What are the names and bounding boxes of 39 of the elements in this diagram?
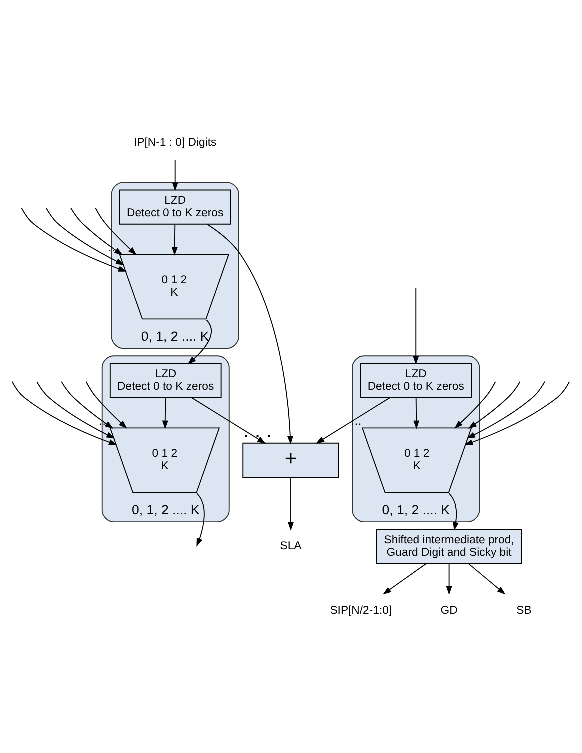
arrow	[12, 380, 118, 445]
arrow	[466, 380, 546, 438]
arrow	[21, 207, 128, 272]
arrow	[86, 380, 128, 428]
arrow	[206, 223, 294, 444]
node-text: SLA	[280, 540, 302, 552]
node-text: SB	[516, 604, 532, 617]
arrow	[448, 492, 459, 530]
arrow	[288, 476, 294, 530]
arrow	[172, 224, 178, 256]
arrow	[446, 563, 452, 595]
node-text: SIP[N/2-1:0]	[330, 604, 392, 617]
node-text: IP[N-1 : 0] Digits	[134, 136, 217, 148]
arrow	[188, 319, 212, 364]
arrow	[162, 397, 168, 429]
node-box: LZD Detect 0 to K zeros	[360, 362, 472, 398]
arrow	[70, 207, 124, 255]
arrow	[172, 159, 178, 191]
arrow	[468, 380, 521, 428]
node-box: LZD Detect 0 to K zeros	[110, 362, 222, 398]
arrow	[95, 207, 137, 255]
node-box: +	[242, 442, 340, 478]
arrow	[414, 397, 420, 429]
arrow	[196, 492, 205, 546]
arrow	[382, 563, 427, 594]
node-text: GD	[440, 604, 458, 617]
arrow	[464, 380, 570, 445]
node-label: . . .	[243, 418, 272, 442]
arrow	[36, 380, 116, 438]
arrow	[61, 380, 114, 428]
node-label: …	[350, 415, 362, 428]
node-box: Shifted intermediate prod, Guard Digit and Sicky bit	[376, 528, 522, 564]
node-box: LZD Detect 0 to K zeros	[119, 189, 232, 224]
arrow	[468, 563, 506, 594]
arrow	[316, 397, 390, 444]
arrow	[192, 397, 266, 444]
arrow	[46, 207, 125, 265]
arrow	[413, 286, 420, 364]
arrow	[454, 380, 496, 428]
